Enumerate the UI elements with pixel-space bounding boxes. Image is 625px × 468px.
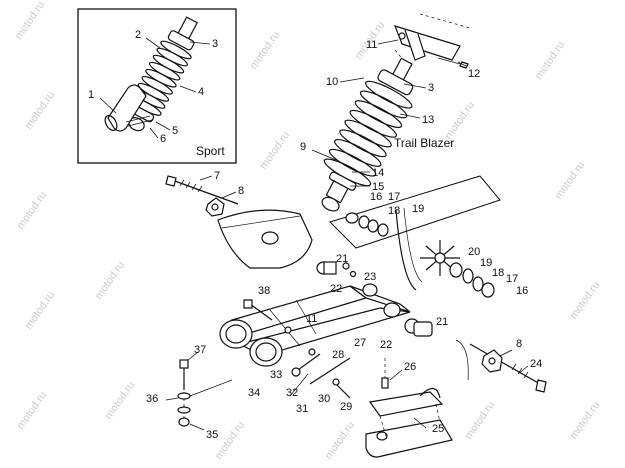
watermark: motod.ru xyxy=(533,39,568,81)
watermark: motod.ru xyxy=(323,419,358,461)
callout-label: 22 xyxy=(380,339,392,351)
lower-linkage xyxy=(289,348,389,399)
main-callouts: 7 8 9 10 11 12 3 13 Trail Blazer 14 15 1… xyxy=(146,39,542,441)
inset-leaders xyxy=(99,37,211,139)
callout-label: 31 xyxy=(296,403,308,415)
callout-label: 20 xyxy=(468,246,480,258)
callout-label: 26 xyxy=(404,361,416,373)
watermark: motod.ru xyxy=(553,159,588,201)
callout-label: 23 xyxy=(364,271,376,283)
left-bolt-stack xyxy=(177,359,233,427)
watermark: motod.ru xyxy=(13,0,48,42)
callout-label: 28 xyxy=(332,349,344,361)
callout-label: 38 xyxy=(258,285,270,297)
lower-bracket xyxy=(365,387,453,458)
callout-label: 16 xyxy=(370,191,382,203)
callout-label: 34 xyxy=(248,387,260,399)
callout-label: 10 xyxy=(326,76,338,88)
upper-bolt-assembly xyxy=(165,175,239,217)
callout-label: 25 xyxy=(432,423,444,435)
callout-label: 22 xyxy=(330,283,342,295)
callout-label: 30 xyxy=(318,393,330,405)
trailblazer-shock xyxy=(321,57,414,212)
callout-label: 19 xyxy=(480,257,492,269)
watermark: motod.ru xyxy=(15,189,50,231)
watermark: motod.ru xyxy=(248,29,283,71)
callout-label: 11 xyxy=(306,313,317,325)
callout-label: 29 xyxy=(340,401,352,413)
callout-label: 8 xyxy=(238,185,244,197)
watermark: motod.ru xyxy=(23,89,58,131)
inset-title: Sport xyxy=(196,144,225,158)
model-title: Trail Blazer xyxy=(394,136,454,150)
callout-label: 36 xyxy=(146,393,158,405)
callout-label: 2 xyxy=(135,29,141,41)
callout-label: 16 xyxy=(516,285,528,297)
callout-label: 17 xyxy=(388,191,400,203)
watermark: motod.ru xyxy=(103,379,138,421)
callout-label: 18 xyxy=(388,205,400,217)
callout-label: 27 xyxy=(354,337,366,349)
callout-label: 6 xyxy=(160,133,166,145)
watermark: motod.ru xyxy=(258,129,293,171)
callout-label: 18 xyxy=(492,267,504,279)
callout-label: 3 xyxy=(428,82,434,94)
callout-label: 21 xyxy=(336,253,348,265)
callout-label: 11 xyxy=(366,39,377,51)
sport-inset: 1 2 3 4 5 6 Sport xyxy=(77,8,237,164)
callout-label: 3 xyxy=(212,38,218,50)
callout-label: 5 xyxy=(172,125,178,137)
callout-label: 17 xyxy=(506,273,518,285)
callout-label: 14 xyxy=(372,167,384,179)
callout-label: 9 xyxy=(300,141,306,153)
watermark: motod.ru xyxy=(568,279,603,321)
callout-label: 15 xyxy=(372,181,384,193)
callout-label: 13 xyxy=(422,114,434,126)
callout-label: 12 xyxy=(468,68,480,80)
callout-label: 8 xyxy=(516,338,522,350)
callout-label: 4 xyxy=(198,86,204,98)
watermark: motod.ru xyxy=(463,399,498,441)
callout-label: 1 xyxy=(88,89,94,101)
callout-label: 32 xyxy=(286,387,298,399)
upper-frame-bracket xyxy=(393,13,471,69)
main-leaders xyxy=(165,39,529,431)
watermark: motod.ru xyxy=(93,259,128,301)
sport-reservoir xyxy=(104,84,153,132)
inset-frame xyxy=(77,8,237,164)
callout-label: 35 xyxy=(206,429,218,441)
callout-label: 19 xyxy=(412,203,424,215)
callout-label: 21 xyxy=(436,316,448,328)
callout-label: 37 xyxy=(194,344,206,356)
watermark: motod.ru xyxy=(568,399,603,441)
lower-right-bolt xyxy=(455,339,547,393)
watermark: motod.ru xyxy=(15,389,50,431)
callout-label: 24 xyxy=(530,358,542,370)
watermark: motod.ru xyxy=(23,289,58,331)
callout-label: 33 xyxy=(270,369,282,381)
mount-plate xyxy=(217,209,313,269)
rear-axle-area xyxy=(329,175,501,298)
swing-arm xyxy=(219,261,433,367)
callout-label: 7 xyxy=(214,170,220,182)
